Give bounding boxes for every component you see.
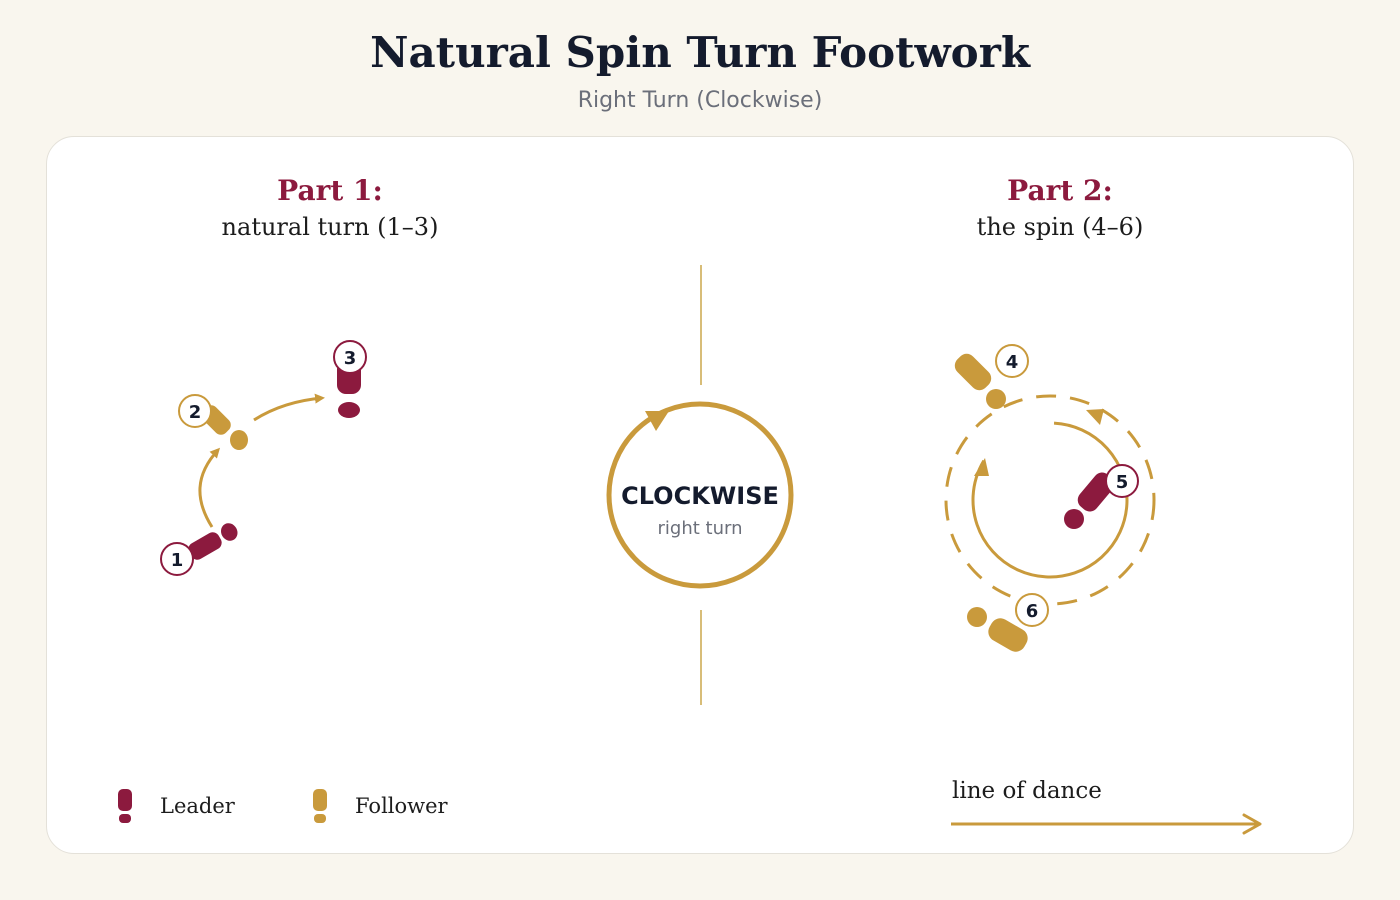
line-of-dance-label: line of dance xyxy=(952,778,1102,804)
path-arrow-1-to-2 xyxy=(198,447,221,528)
step-badge-2: 2 xyxy=(178,394,212,428)
clockwise-ring xyxy=(606,401,794,589)
footprint-step-6-heel xyxy=(967,607,987,627)
spin-outer-circle xyxy=(944,394,1156,606)
footprint-step-5-heel xyxy=(1064,509,1084,529)
step-number-6: 6 xyxy=(1026,601,1039,622)
legend-leader-swatch xyxy=(118,789,132,823)
part1-caption: natural turn (1–3) xyxy=(222,213,439,241)
step-number-3: 3 xyxy=(344,348,357,369)
footprint-step-4-heel xyxy=(986,389,1006,409)
step-number-4: 4 xyxy=(1006,352,1019,373)
footprint-step-1 xyxy=(188,523,238,560)
part1-heading: Part 1: xyxy=(277,174,383,207)
legend-follower-swatch xyxy=(313,789,327,823)
step-badge-4: 4 xyxy=(995,344,1029,378)
center-label: CLOCKWISE xyxy=(621,482,779,510)
spin-inner-arrowhead xyxy=(974,458,989,476)
center-sublabel: right turn xyxy=(658,518,743,539)
legend: Leader Follower xyxy=(118,789,449,823)
page-subtitle: Right Turn (Clockwise) xyxy=(577,88,823,113)
path-arrow-2-to-3 xyxy=(253,393,325,422)
step-badge-6: 6 xyxy=(1015,593,1049,627)
diagram-card xyxy=(46,136,1354,854)
footprint-step-3-heel xyxy=(338,402,360,418)
clockwise-arrowhead xyxy=(645,411,669,431)
page-title: Natural Spin Turn Footwork xyxy=(370,28,1030,77)
part2-caption: the spin (4–6) xyxy=(977,213,1144,241)
step-number-1: 1 xyxy=(171,550,184,571)
legend-follower-label: Follower xyxy=(355,794,449,818)
step-badge-1: 1 xyxy=(160,542,194,576)
step-badge-5: 5 xyxy=(1105,464,1139,498)
step-badge-3: 3 xyxy=(333,340,367,374)
step-number-5: 5 xyxy=(1116,472,1129,493)
step-number-2: 2 xyxy=(189,402,202,423)
part2-heading: Part 2: xyxy=(1007,174,1113,207)
footprint-step-2-heel xyxy=(230,430,248,450)
footprint-step-4 xyxy=(954,353,992,391)
legend-leader-label: Leader xyxy=(160,794,236,818)
footprint-step-6 xyxy=(988,618,1028,652)
spin-inner-circle xyxy=(971,421,1129,579)
spin-outer-arrowhead xyxy=(1086,409,1104,425)
